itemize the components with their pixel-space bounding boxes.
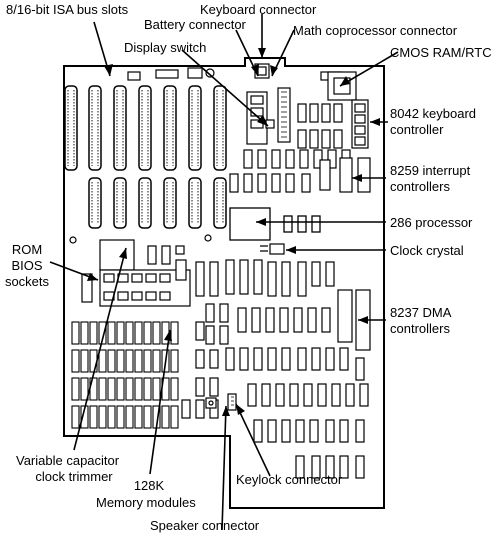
label-dma-1: 8237 DMA: [390, 305, 452, 320]
isa-slots: [64, 85, 227, 229]
label-processor: 286 processor: [390, 215, 473, 230]
label-var-cap-1: Variable capacitor: [16, 453, 120, 468]
cmos-chip: [327, 71, 357, 101]
label-rom-2: BIOS: [11, 258, 43, 273]
label-keylock: Keylock connector: [236, 472, 343, 487]
label-math-coprocessor: Math coprocessor connector: [293, 23, 458, 38]
label-interrupt-2: controllers: [390, 179, 450, 194]
label-speaker: Speaker connector: [150, 518, 260, 533]
label-kbd-ctrl-1: 8042 keyboard: [390, 106, 477, 121]
label-battery-connector: Battery connector: [144, 17, 246, 32]
label-clock-crystal: Clock crystal: [390, 243, 464, 258]
label-mem-2: Memory modules: [96, 495, 196, 510]
callout-lines: [49, 14, 399, 531]
keylock-speaker-connectors: [205, 393, 237, 411]
interrupt-controller-chips: [229, 157, 371, 193]
label-var-cap-2: clock trimmer: [35, 469, 113, 484]
isa-slot-pins: [67, 90, 224, 224]
label-cmos: CMOS RAM/RTC: [390, 45, 492, 60]
label-keyboard-connector: Keyboard connector: [200, 2, 317, 17]
label-isa-slots: 8/16-bit ISA bus slots: [6, 2, 129, 17]
label-kbd-ctrl-2: controller: [390, 122, 444, 137]
memory-modules: [71, 321, 179, 429]
label-display-switch: Display switch: [124, 40, 207, 55]
label-interrupt-1: 8259 interrupt: [390, 163, 471, 178]
pin-header: [281, 91, 287, 138]
keyboard-controller-chip: [351, 99, 369, 149]
logic-chips: [181, 259, 371, 479]
clock-crystal: [260, 243, 285, 255]
label-mem-1: 128K: [133, 478, 165, 493]
label-dma-2: controllers: [390, 321, 450, 336]
callout-arrowheads: [87, 48, 380, 416]
label-rom-1: ROM: [11, 242, 43, 257]
label-rom-3: sockets: [4, 274, 50, 289]
